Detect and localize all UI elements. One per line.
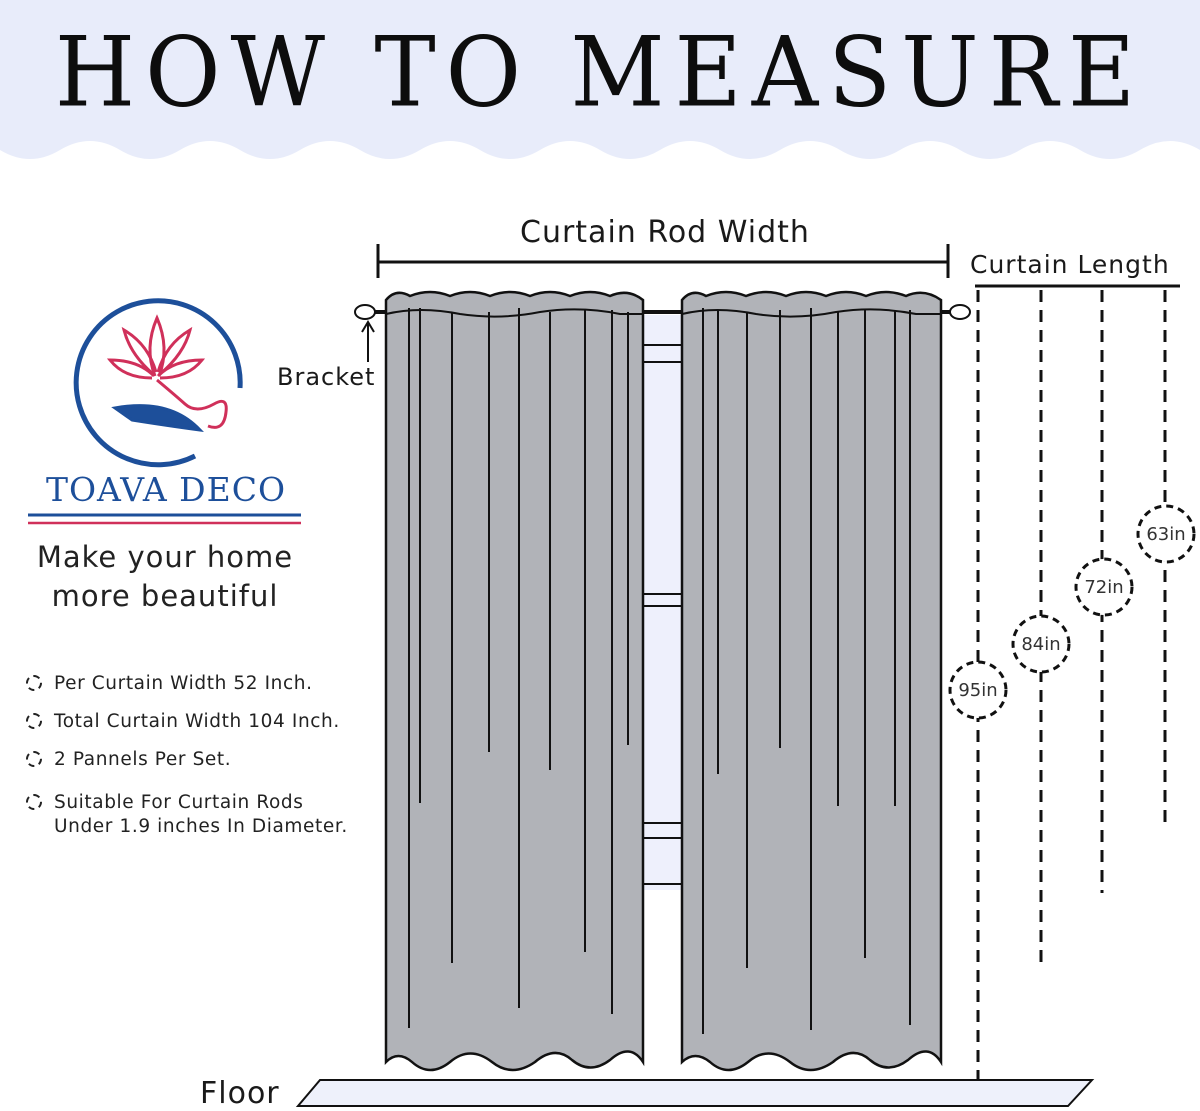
bracket-arrow — [361, 320, 375, 362]
rod-finial-right — [949, 304, 971, 320]
length-marker-84 — [1011, 614, 1071, 674]
window — [643, 315, 683, 890]
lotus-flower — [106, 314, 228, 429]
floor-label: Floor — [200, 1076, 280, 1111]
length-label-72: 72in — [1084, 577, 1124, 598]
dashed-circle-icon — [26, 675, 42, 691]
spec-item: Total Curtain Width 104 Inch. — [26, 710, 340, 734]
brand-logo — [73, 298, 243, 468]
length-marker-63 — [1136, 504, 1196, 564]
floor-plane — [295, 1079, 1095, 1107]
spec-item: 2 Pannels Per Set. — [26, 748, 231, 772]
window-frame — [643, 344, 683, 885]
dashed-circle-icon — [26, 794, 42, 810]
page-title: HOW TO MEASURE — [54, 16, 1146, 129]
header-banner — [0, 0, 1200, 159]
length-label-63: 63in — [1146, 524, 1186, 545]
spec-item: Per Curtain Width 52 Inch. — [26, 672, 313, 696]
spec-text: Total Curtain Width 104 Inch. — [54, 711, 340, 732]
rod-finial-left — [354, 304, 376, 320]
spec-text: Suitable For Curtain Rods Under 1.9 inch… — [54, 792, 348, 837]
dashed-circle-icon — [26, 713, 42, 729]
spec-item: Suitable For Curtain Rods Under 1.9 inch… — [26, 791, 348, 839]
bracket-label: Bracket — [277, 363, 376, 391]
pleats-left — [408, 308, 629, 1028]
spec-text: 2 Pannels Per Set. — [54, 749, 232, 770]
length-marker-72 — [1074, 557, 1134, 617]
rod-width-dimension — [376, 244, 950, 278]
pleats-right — [702, 308, 911, 1034]
spec-text: Per Curtain Width 52 Inch. — [54, 673, 313, 694]
brand-rules — [28, 513, 301, 525]
length-label-95: 95in — [958, 680, 998, 701]
curtain-panel-left — [384, 290, 645, 1072]
length-label-84: 84in — [1021, 634, 1061, 655]
curtain-length-label: Curtain Length — [970, 250, 1170, 279]
brand-name: TOAVA DECO — [45, 470, 287, 509]
dashed-circle-icon — [26, 751, 42, 767]
length-marker-95 — [948, 660, 1008, 720]
rod-width-label: Curtain Rod Width — [520, 215, 810, 250]
